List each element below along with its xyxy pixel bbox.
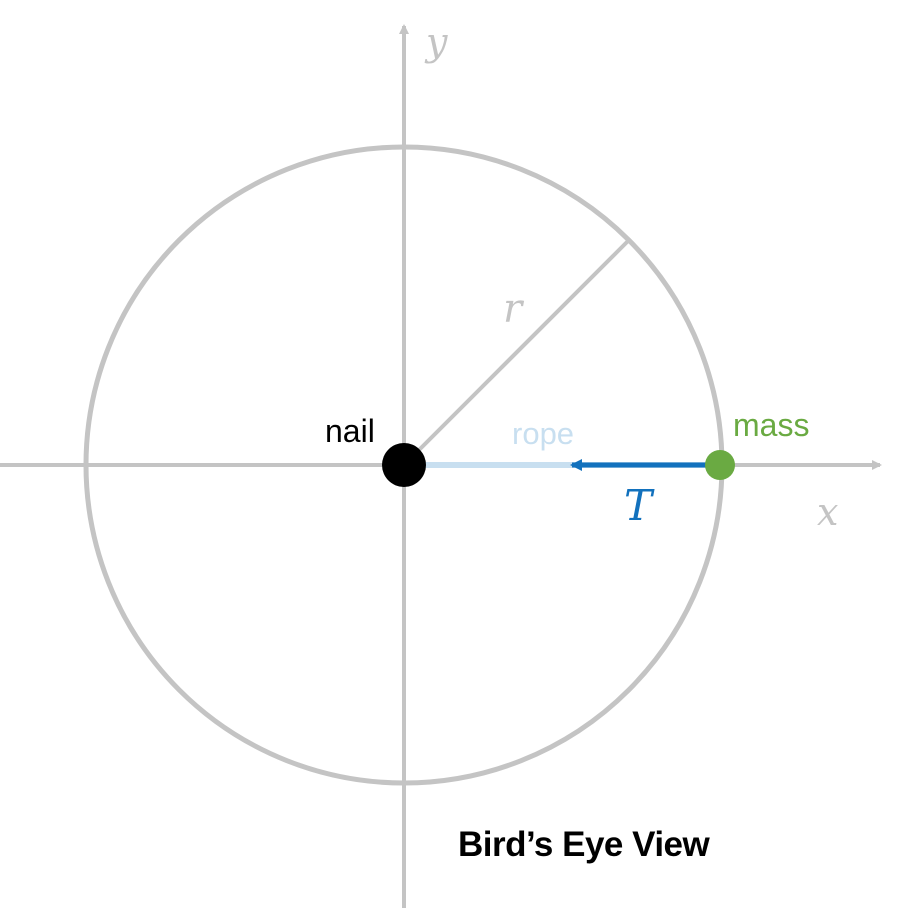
nail-label: nail xyxy=(325,413,375,449)
tension-label: T xyxy=(624,481,655,530)
radius-label: r xyxy=(503,286,525,332)
rope-label: rope xyxy=(512,416,574,451)
x-axis-label: x xyxy=(817,490,838,534)
y-axis-label: y xyxy=(424,20,448,64)
mass-dot xyxy=(705,450,735,480)
nail-dot xyxy=(382,443,426,487)
caption: Bird’s Eye View xyxy=(458,825,711,864)
radius-line xyxy=(402,238,631,467)
mass-label: mass xyxy=(733,407,809,443)
